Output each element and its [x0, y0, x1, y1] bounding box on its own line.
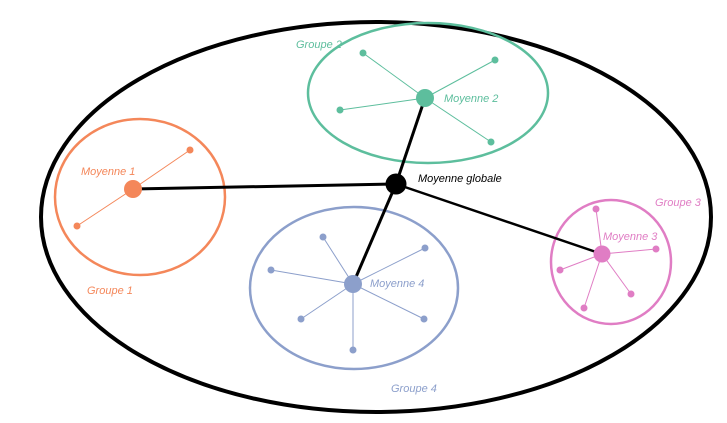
- mean4-node: [344, 275, 362, 293]
- group2-ellipse: [306, 21, 550, 165]
- group2-points: [336, 49, 499, 146]
- between-group-lines: [132, 97, 427, 285]
- global-mean-label: Moyenne globale: [418, 173, 502, 185]
- group1-label: Groupe 1: [87, 285, 133, 297]
- group4-label: Groupe 4: [391, 383, 437, 395]
- group2-label: Groupe 2: [296, 39, 342, 51]
- population-ellipse: [39, 20, 713, 414]
- group2-spokes: [339, 52, 496, 143]
- mean2-label: Moyenne 2: [444, 93, 498, 105]
- group1-points: [73, 146, 194, 230]
- group4-points: [267, 233, 429, 354]
- group3-ellipse: [549, 198, 673, 326]
- line-global-to-mean3: [395, 182, 603, 256]
- group3-label: Groupe 3: [655, 197, 702, 209]
- group4-ellipse: [248, 205, 460, 371]
- group3-points: [556, 205, 660, 312]
- mean2-node: [416, 89, 434, 107]
- mean1-label: Moyenne 1: [81, 166, 135, 178]
- mean3-label: Moyenne 3: [603, 231, 658, 243]
- mean1-node: [124, 180, 142, 198]
- mean3-node: [593, 245, 611, 263]
- group1-ellipse: [53, 117, 227, 277]
- group4-spokes: [270, 236, 426, 350]
- global-mean-node: [385, 173, 407, 195]
- group1-spokes: [76, 149, 191, 227]
- mean4-label: Moyenne 4: [370, 278, 424, 290]
